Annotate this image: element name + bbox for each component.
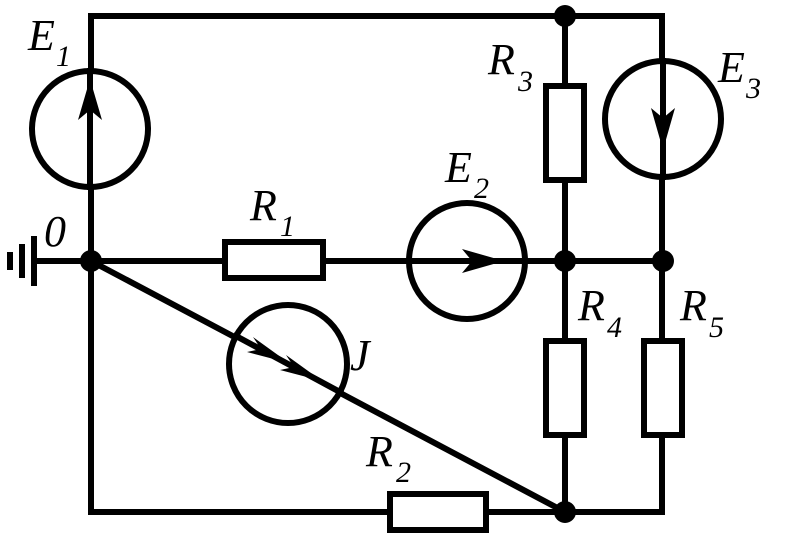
node-middle-right bbox=[652, 250, 674, 272]
label-r4-sub: 4 bbox=[607, 311, 622, 344]
node-ground bbox=[80, 250, 102, 272]
resistor-r4 bbox=[543, 338, 587, 438]
label-e1-sub: 1 bbox=[56, 40, 71, 73]
label-e1: E bbox=[27, 11, 55, 60]
label-j: J bbox=[350, 331, 372, 380]
label-r3: R bbox=[487, 35, 515, 84]
label-e2-sub: 2 bbox=[474, 172, 489, 205]
label-e2: E bbox=[444, 143, 472, 192]
arrow-down-icon bbox=[651, 108, 675, 150]
current-source-j bbox=[226, 302, 350, 426]
resistor-r2 bbox=[387, 491, 489, 533]
resistor-r5 bbox=[641, 338, 685, 438]
label-r4: R bbox=[577, 281, 605, 330]
voltage-source-e3 bbox=[602, 58, 724, 180]
arrow-diagonal-icon bbox=[280, 355, 322, 381]
node-middle-inner bbox=[554, 250, 576, 272]
node-bottom bbox=[554, 501, 576, 523]
label-r1-sub: 1 bbox=[280, 210, 295, 243]
label-r3-sub: 3 bbox=[517, 65, 533, 98]
label-e3: E bbox=[717, 43, 745, 92]
resistor-r1 bbox=[222, 239, 326, 281]
voltage-source-e2 bbox=[406, 200, 528, 322]
label-r1: R bbox=[249, 181, 277, 230]
node-top bbox=[554, 5, 576, 27]
label-r2-sub: 2 bbox=[396, 456, 411, 489]
arrow-right-icon bbox=[462, 249, 504, 273]
arrow-diagonal-icon bbox=[247, 337, 289, 363]
label-ground-0: 0 bbox=[44, 207, 66, 256]
label-r2: R bbox=[365, 427, 393, 476]
label-r5: R bbox=[679, 281, 707, 330]
arrow-up-icon bbox=[78, 79, 102, 120]
voltage-source-e1 bbox=[29, 68, 151, 190]
ground-symbol bbox=[7, 236, 37, 286]
label-r5-sub: 5 bbox=[709, 311, 724, 344]
resistor-r3 bbox=[543, 83, 587, 183]
label-e3-sub: 3 bbox=[745, 72, 761, 105]
